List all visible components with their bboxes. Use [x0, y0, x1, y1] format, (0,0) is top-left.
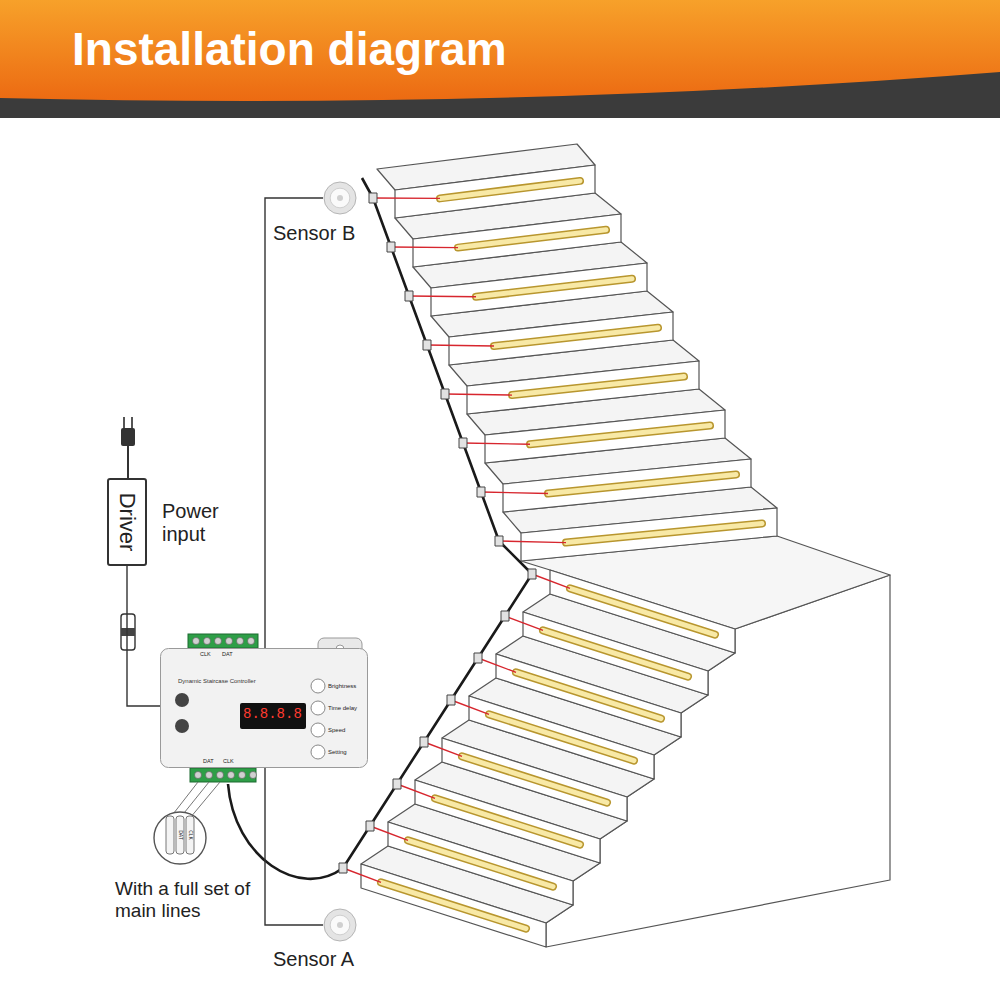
controller-housing	[161, 649, 368, 768]
connector-wire	[265, 768, 323, 925]
button-label: Speed	[328, 727, 345, 734]
sensor-lens	[330, 915, 350, 935]
display-digits: 8.8.8.8	[243, 707, 302, 721]
cable-connector	[339, 193, 536, 873]
pin-label: DAT	[222, 651, 233, 657]
title-text: Installation diagram	[72, 22, 507, 77]
connector-wire	[265, 198, 323, 648]
led-display	[240, 703, 306, 729]
wire-end	[166, 816, 174, 854]
wire-label: CLK	[188, 830, 193, 840]
push-button	[311, 701, 325, 715]
sensor-label: Sensor B	[273, 222, 355, 245]
motion-sensor-shape	[323, 908, 357, 942]
button-label: Setting	[328, 749, 347, 756]
barrel-connector	[121, 614, 135, 650]
terminal-block	[190, 768, 256, 782]
led-strip	[381, 181, 762, 929]
connector-wire	[127, 566, 160, 706]
driver-housing	[108, 479, 146, 565]
push-button	[311, 745, 325, 759]
motion-sensor: Sensor B	[323, 181, 357, 215]
power-cord	[127, 445, 129, 478]
sensor-housing	[324, 182, 356, 214]
button-label: Time delay	[328, 705, 357, 712]
sensor-lens	[330, 188, 350, 208]
mounting-hole	[336, 645, 344, 653]
terminal-screws	[195, 772, 257, 779]
main-cable	[228, 178, 532, 879]
terminal-screws	[193, 638, 255, 645]
motion-sensor: Sensor A	[323, 908, 357, 942]
terminal-block	[188, 634, 258, 648]
driver-box-shape	[107, 478, 147, 566]
pin-label: CLK	[200, 651, 211, 657]
controller-title: Dynamic Staircase Controller	[178, 678, 256, 685]
port-icon	[175, 693, 189, 707]
banner	[0, 0, 1000, 101]
port-icon	[175, 719, 189, 733]
magnifier	[154, 812, 206, 864]
driver-label: Driver	[114, 493, 139, 552]
power-label: Power input	[162, 500, 242, 546]
sensor-dot	[337, 195, 343, 201]
push-button	[311, 679, 325, 693]
power-plug	[121, 428, 135, 446]
pin-label: DAT	[203, 758, 214, 764]
driver-box: Driver	[107, 478, 147, 566]
sensor-housing	[324, 909, 356, 941]
plug-prongs	[124, 417, 132, 428]
controller-box: Dynamic Staircase Controller	[160, 648, 368, 768]
button-label: Brightness	[328, 683, 356, 690]
barrel-connector-band	[121, 628, 135, 636]
sensor-dot	[337, 922, 343, 928]
motion-sensor-shape	[323, 181, 357, 215]
wire-end	[186, 816, 194, 854]
led-strip-edge	[381, 181, 762, 929]
mounting-tab	[318, 638, 362, 668]
red-lead-wire	[343, 198, 570, 882]
pin-label: CLK	[223, 758, 234, 764]
sensor-label: Sensor A	[273, 948, 354, 971]
cable-note: With a full set of main lines	[115, 878, 265, 922]
wire-end	[176, 816, 184, 854]
push-button	[311, 723, 325, 737]
stair-risers	[361, 165, 777, 947]
controller-box-shape	[160, 648, 368, 768]
wire-label: DAT	[178, 830, 183, 840]
